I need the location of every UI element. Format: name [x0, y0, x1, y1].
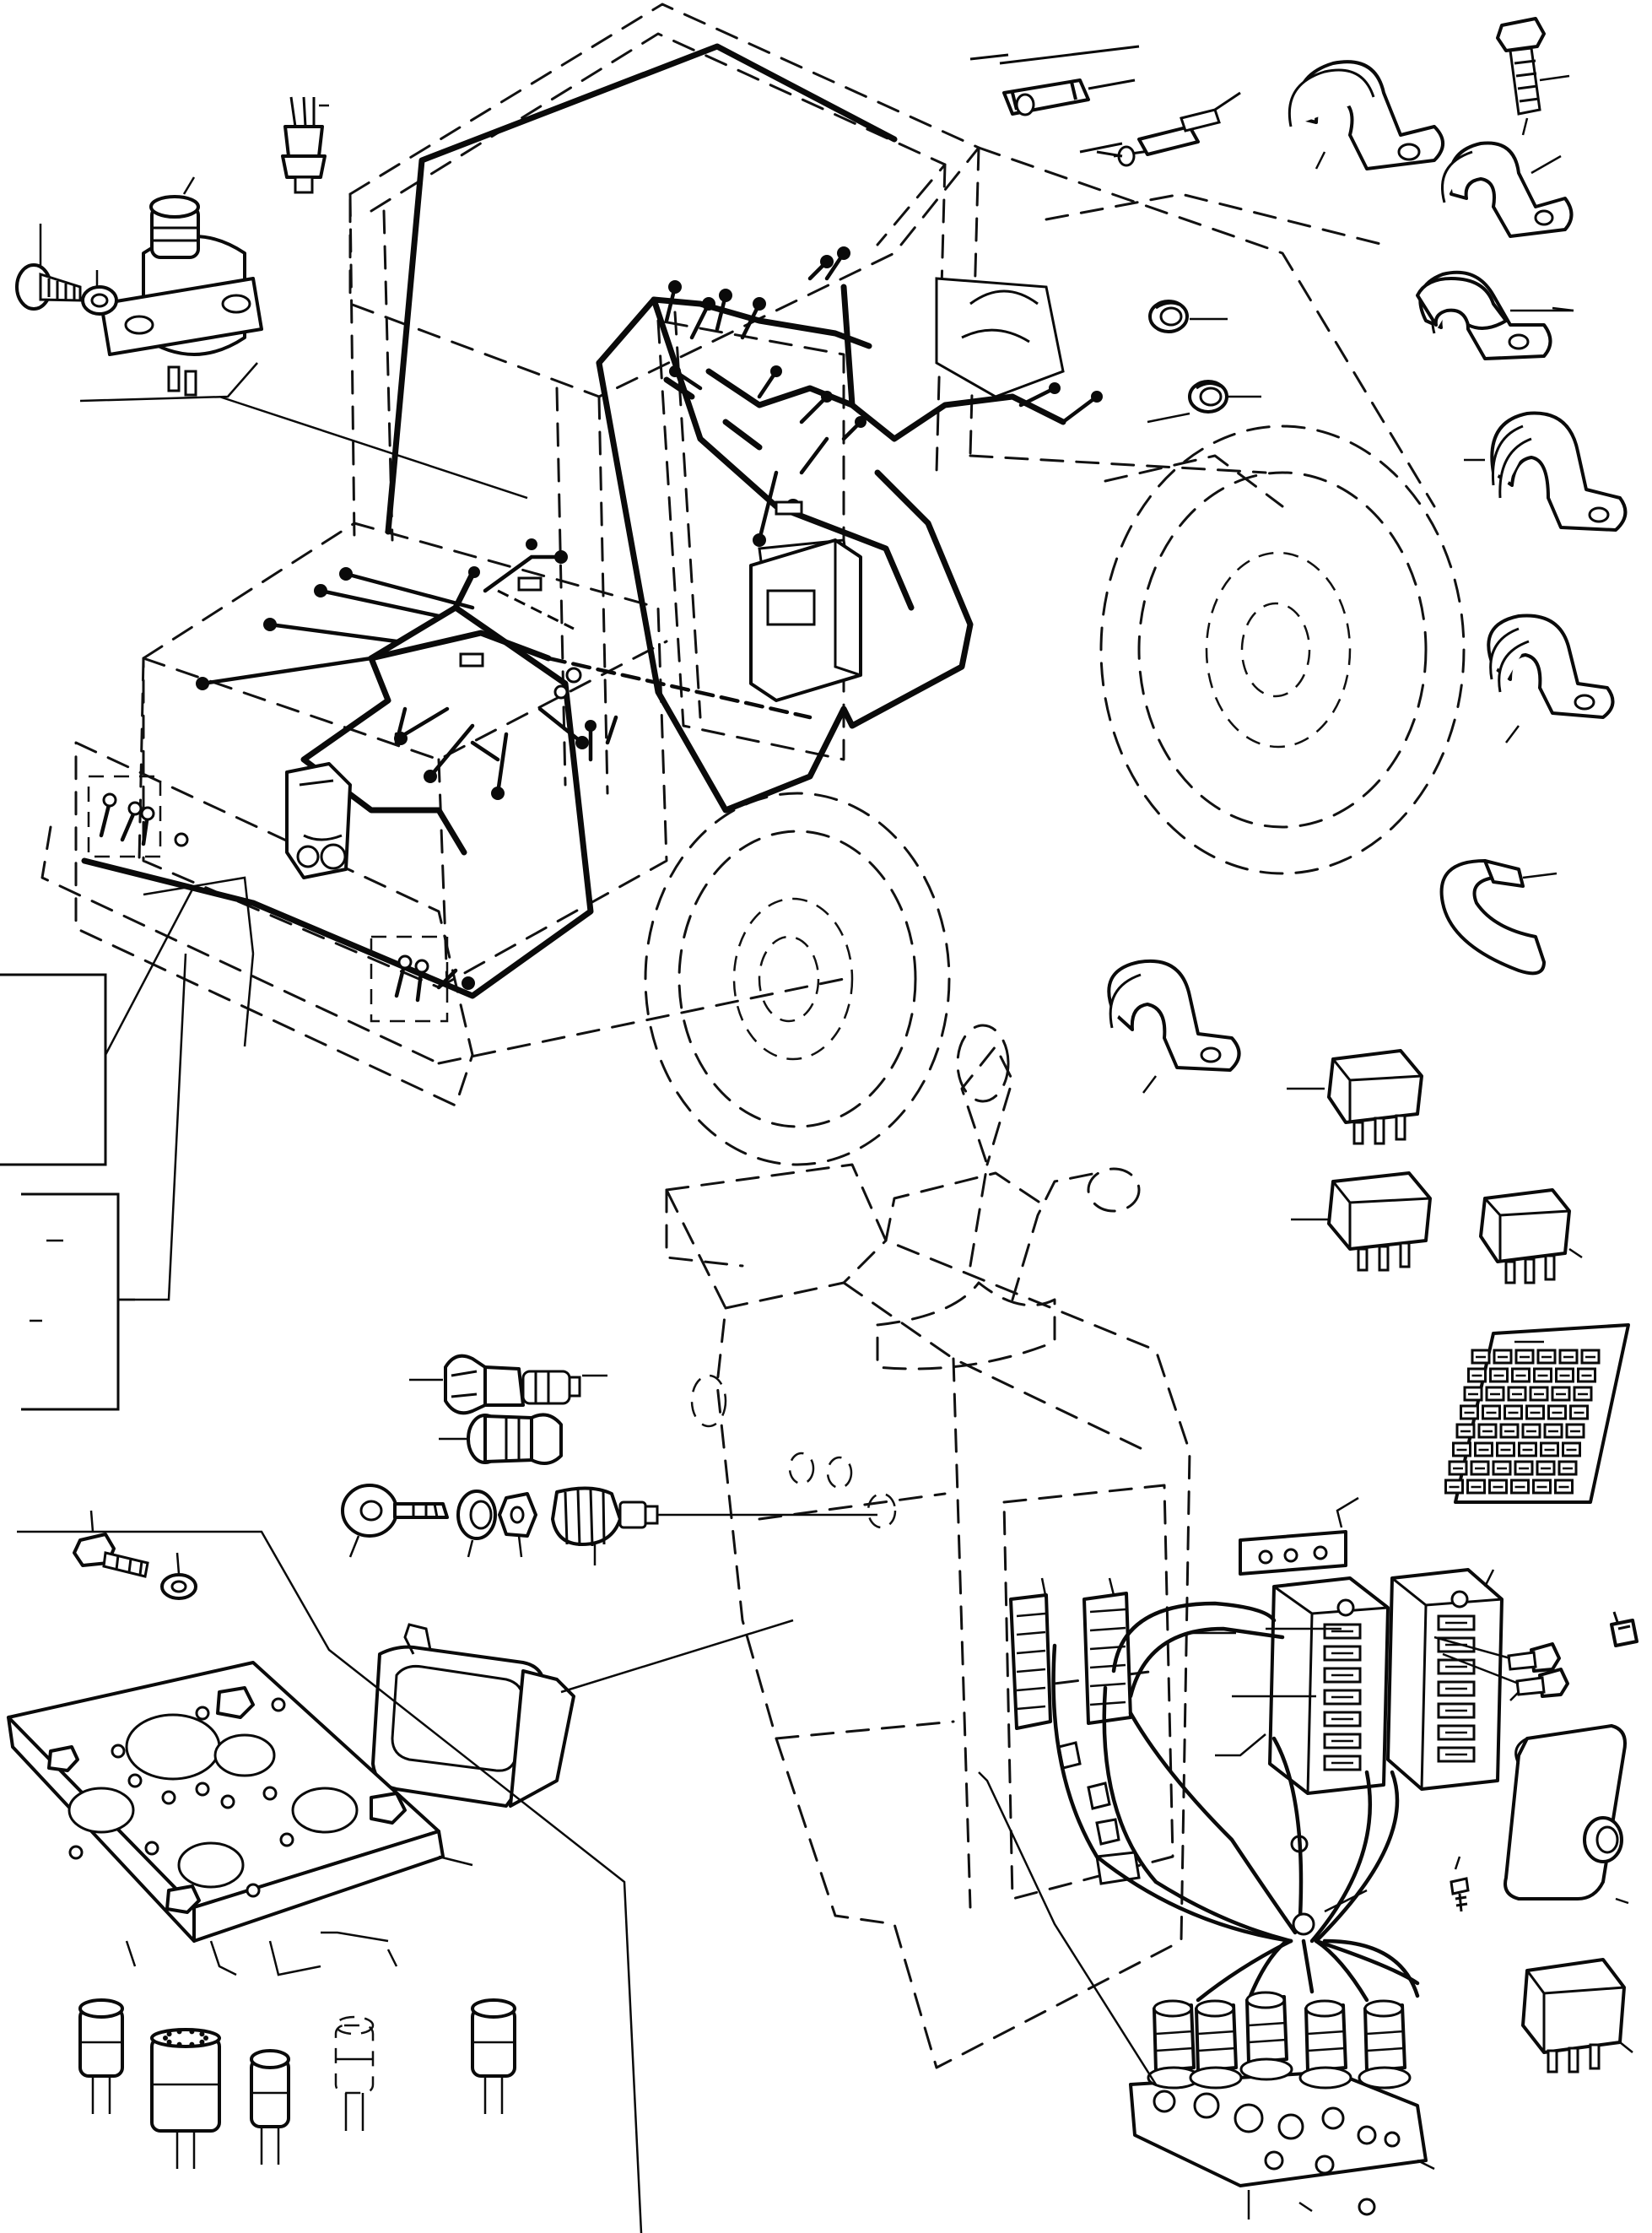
relay: [1287, 1049, 1423, 1145]
connector-pin-row: [1016, 1612, 1046, 1618]
junction-box: [749, 538, 862, 702]
inline-connector: [969, 45, 1140, 116]
plate-socket-ring: [1307, 2030, 1346, 2036]
strap-tie: [1439, 859, 1558, 976]
plate-socket-flange: [1189, 2066, 1243, 2090]
tractor-ghost-outline: [40, 3, 1466, 2069]
panel-gauge-pin: [189, 2029, 195, 2035]
plate-socket-ring: [1307, 2046, 1346, 2052]
connector-pin-row: [1016, 1705, 1046, 1711]
plate-socket-ring: [1155, 2046, 1194, 2052]
plate-socket-ring: [1155, 2030, 1194, 2036]
connector-pin-row: [1016, 1649, 1046, 1655]
plate-socket-flange: [1298, 2066, 1352, 2090]
cable-clamp: [1487, 614, 1615, 743]
panel-gauge-pin: [163, 2036, 168, 2041]
front-light-connectors: [87, 775, 475, 1023]
plate-socket-flange: [1358, 2066, 1412, 2090]
plate-socket-ring: [1366, 2030, 1405, 2036]
relay: [1479, 1188, 1583, 1284]
bolt: [1496, 17, 1570, 116]
plate-socket-flange: [1239, 2057, 1293, 2081]
panel-gauge-face: [471, 1998, 516, 2019]
main-wiring-harness: [81, 43, 1066, 999]
relay: [1291, 1171, 1432, 1272]
panel-gauge-pin: [199, 2039, 205, 2045]
plate-socket-ring: [1248, 2038, 1287, 2044]
dash-wiring-loom: [1051, 1601, 1420, 2003]
brake-light-switch: [100, 176, 263, 397]
plate-socket-rim: [1363, 1999, 1404, 2018]
connector-pin-row: [1089, 1663, 1126, 1669]
connector-pin-row: [1016, 1630, 1046, 1636]
connector-pin-row: [1089, 1682, 1126, 1688]
panel-gauge-pin: [189, 2041, 195, 2047]
panel-gauge-pin: [203, 2036, 208, 2041]
grommet: [1148, 300, 1228, 333]
cable-clamp: [1288, 60, 1444, 170]
plate-socket-rim: [1304, 1999, 1345, 2018]
warning-lamp: [409, 1354, 607, 1415]
ignition-switch: [341, 1484, 877, 1565]
connector-pin-row: [1016, 1686, 1046, 1692]
connector-pin-row: [1089, 1608, 1126, 1614]
fuse-holder: [285, 762, 352, 879]
grommet: [1147, 380, 1261, 424]
panel-gauge-pin: [176, 2041, 182, 2047]
panel-gauge-pin: [166, 2031, 172, 2037]
fuse-chart: [1444, 1323, 1630, 1504]
plate-socket-rim: [1153, 1999, 1193, 2018]
warning-lamp: [439, 1413, 563, 1465]
harness-branch-ends: [196, 246, 1103, 800]
connector-pin-row: [1016, 1668, 1046, 1673]
panel-gauge-pin: [176, 2029, 182, 2035]
cable-clamp: [1464, 411, 1628, 532]
instrument: [371, 1619, 794, 1808]
panel-gauge-face: [78, 1998, 124, 2019]
legend-frames: [0, 876, 255, 1411]
panel-gauge-face: [334, 2015, 375, 2036]
relay: [1521, 1958, 1633, 2074]
mounting-bracket-group-leader: [79, 362, 528, 500]
flasher-unit: [1504, 1724, 1629, 1905]
inline-connector: [1079, 91, 1241, 167]
panel-gauge-pin: [199, 2031, 205, 2037]
plate-socket-rim: [1245, 1991, 1286, 2009]
cable-clamp: [1440, 117, 1574, 238]
cable-clamp: [1107, 959, 1241, 1094]
plate-socket-ring: [1248, 2021, 1287, 2027]
connector-pin-row: [1089, 1700, 1126, 1706]
spade-clip: [1610, 1611, 1639, 1647]
plate-socket-rim: [1195, 1999, 1235, 2018]
instrument-panel: [7, 1510, 643, 2233]
connector-plate: [978, 1771, 1435, 2219]
panel-gauge-face: [150, 2028, 221, 2048]
plate-socket-ring: [1366, 2046, 1405, 2052]
plate-socket-ring: [1197, 2030, 1236, 2036]
plate-socket-ring: [1197, 2046, 1236, 2052]
panel-gauge-face: [250, 2049, 290, 2069]
connector-pin-row: [1089, 1626, 1126, 1632]
cable-clamp: [1416, 277, 1574, 330]
fuse-box: [1009, 1496, 1569, 1912]
pressure-switch: [281, 96, 329, 194]
panel-gauge-pin: [166, 2039, 172, 2045]
screw-and-washer: [15, 224, 118, 316]
